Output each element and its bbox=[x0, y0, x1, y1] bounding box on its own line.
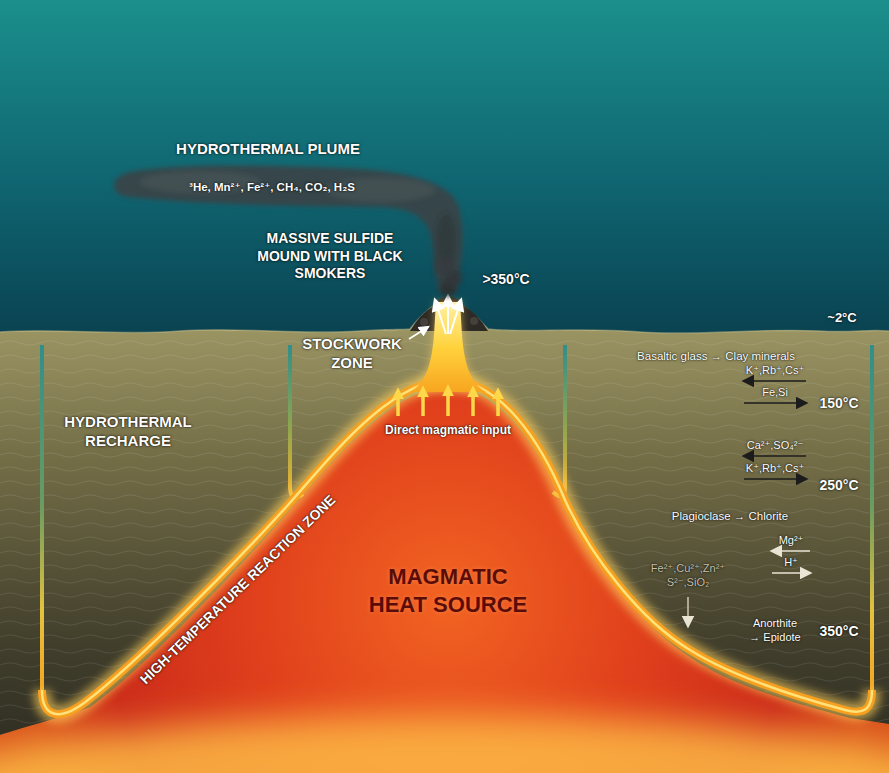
temperature-mark: 250°C bbox=[819, 477, 858, 495]
temperature-mark: 150°C bbox=[819, 395, 858, 413]
element-flux: Ca²⁺,SO₄²⁻ bbox=[747, 439, 803, 453]
recharge-path bbox=[290, 345, 303, 497]
venting-arrow bbox=[435, 300, 446, 334]
vent-temperature: >350°C bbox=[482, 271, 529, 289]
magma-glow bbox=[0, 715, 889, 773]
reaction-zone-glow bbox=[42, 380, 872, 714]
exchange-arrow bbox=[744, 402, 806, 404]
stockwork-label: STOCKWORK ZONE bbox=[292, 335, 412, 373]
alteration-reaction: Basaltic glass → Clay minerals bbox=[637, 349, 795, 363]
seawater-temperature: ~2°C bbox=[827, 310, 856, 326]
plume-chemistry: ³He, Mn²⁺, Fe²⁺, CH₄, CO₂, H₂S bbox=[189, 180, 355, 194]
ocean-water bbox=[0, 0, 889, 340]
magmatic-input-arrow bbox=[421, 390, 425, 416]
leader-arrow bbox=[409, 327, 428, 339]
magmatic-input-arrow bbox=[471, 390, 475, 416]
metal-leaching-arrow bbox=[687, 597, 689, 626]
exchange-arrow bbox=[744, 380, 806, 382]
element-flux: Mg²⁺ bbox=[779, 534, 804, 548]
mound-label: MASSIVE SULFIDE MOUND WITH BLACK SMOKERS bbox=[243, 230, 418, 283]
crust-texture bbox=[0, 298, 889, 773]
sulfide-chimney bbox=[470, 317, 478, 325]
element-flux: K⁺,Rb⁺,Cs⁺ bbox=[746, 462, 804, 476]
magmatic-input-label: Direct magmatic input bbox=[385, 423, 511, 438]
element-flux: K⁺,Rb⁺,Cs⁺ bbox=[746, 364, 804, 378]
exchange-arrow bbox=[772, 550, 810, 552]
alteration-reaction: Plagioclase → Chlorite bbox=[672, 509, 788, 523]
heat-source-label: MAGMATIC HEAT SOURCE bbox=[362, 563, 534, 618]
recharge-path bbox=[870, 345, 874, 692]
magmatic-input-arrow bbox=[396, 392, 400, 416]
hydrothermal-plume bbox=[114, 165, 462, 292]
recharge-path bbox=[40, 345, 44, 692]
reaction-zone-core bbox=[42, 380, 872, 714]
recharge-label: HYDROTHERMAL RECHARGE bbox=[56, 413, 201, 451]
reaction-zone-band bbox=[42, 380, 872, 714]
sulfide-chimney bbox=[420, 318, 428, 326]
alteration-reaction: Anorthite → Epidote bbox=[747, 617, 803, 645]
magmatic-input-arrow bbox=[446, 389, 450, 416]
venting-arrow bbox=[450, 300, 461, 334]
oceanic-crust bbox=[0, 298, 889, 773]
metal-flux: Fe²⁺,Cu²⁺,Zn²⁺ S²⁻,SiO₂ bbox=[638, 562, 738, 590]
venting-arrow bbox=[447, 296, 449, 334]
magmatic-input-arrow bbox=[496, 392, 500, 416]
plume-title: HYDROTHERMAL PLUME bbox=[176, 140, 360, 159]
element-flux: H⁺ bbox=[784, 556, 798, 570]
exchange-arrow bbox=[744, 478, 806, 480]
element-flux: Fe,Si bbox=[762, 386, 788, 400]
exchange-arrow bbox=[744, 455, 806, 457]
black-smoke bbox=[434, 256, 454, 276]
temperature-mark: 350°C bbox=[819, 623, 858, 641]
reaction-zone-label: HIGH-TEMPERATURE REACTION ZONE bbox=[137, 492, 340, 689]
exchange-arrow bbox=[772, 572, 810, 574]
